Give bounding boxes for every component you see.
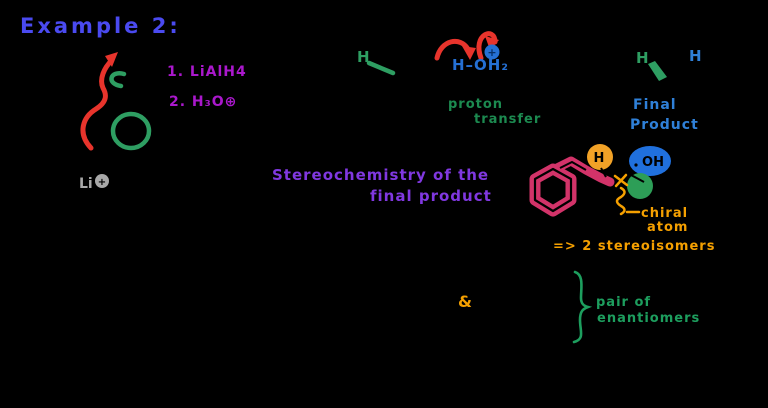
wedge-bond — [648, 61, 667, 81]
lone-pair-arc-icon — [109, 71, 127, 89]
final-product-caption-line1: Final — [633, 97, 677, 113]
lithium-counterion-label: Li — [79, 176, 93, 192]
curved-arrow-hydride-attack — [80, 52, 118, 151]
hydride-h-label: H — [357, 48, 370, 66]
hydronium-label: H–OH₂ — [452, 56, 509, 74]
hydroxyl-badge: OH — [629, 146, 671, 176]
svg-text:OH: OH — [642, 155, 664, 170]
lithium-charge-icon: + — [95, 174, 109, 188]
chiral-atom-caption-line1: chiral — [641, 206, 689, 221]
proton-transfer-caption-line2: transfer — [474, 112, 542, 127]
hydronium-charge-icon: + — [484, 44, 500, 60]
stereochemistry-heading-line1: Stereochemistry of the — [272, 166, 490, 184]
product-h-green-label: H — [636, 49, 649, 67]
product-h-blue-label: H — [689, 47, 702, 65]
curved-arrow-electron-loop — [476, 31, 499, 61]
hydrogen-badge: H — [587, 144, 613, 178]
chiral-atom-marker-icon — [613, 173, 641, 216]
chiral-atom-caption-line2: atom — [647, 220, 689, 235]
svg-text:+: + — [98, 177, 106, 188]
stereoisomers-conclusion: => 2 stereoisomers — [553, 239, 716, 254]
substituent-badge — [627, 173, 653, 199]
svg-text:H: H — [594, 151, 605, 166]
svg-text:+: + — [487, 46, 496, 59]
reagent-step-1: 1. LiAlH4 — [167, 64, 247, 80]
benzyl-group-highlight — [529, 156, 615, 217]
pair-of-enantiomers-line1: pair of — [596, 295, 652, 310]
curved-arrow-proton-transfer — [434, 38, 476, 61]
ampersand-label: & — [458, 292, 472, 311]
reagent-step-2: 2. H₃O⊕ — [169, 94, 238, 110]
enantiomer-brace — [572, 270, 593, 344]
stereochemistry-heading-line2: final product — [370, 187, 492, 205]
final-product-caption-line2: Product — [630, 117, 699, 133]
pair-of-enantiomers-line2: enantiomers — [597, 311, 701, 326]
proton-transfer-caption-line1: proton — [448, 97, 504, 112]
carbonyl-highlight-circle — [110, 111, 152, 151]
c-h-bond — [366, 60, 396, 76]
page-title: Example 2: — [20, 14, 181, 38]
